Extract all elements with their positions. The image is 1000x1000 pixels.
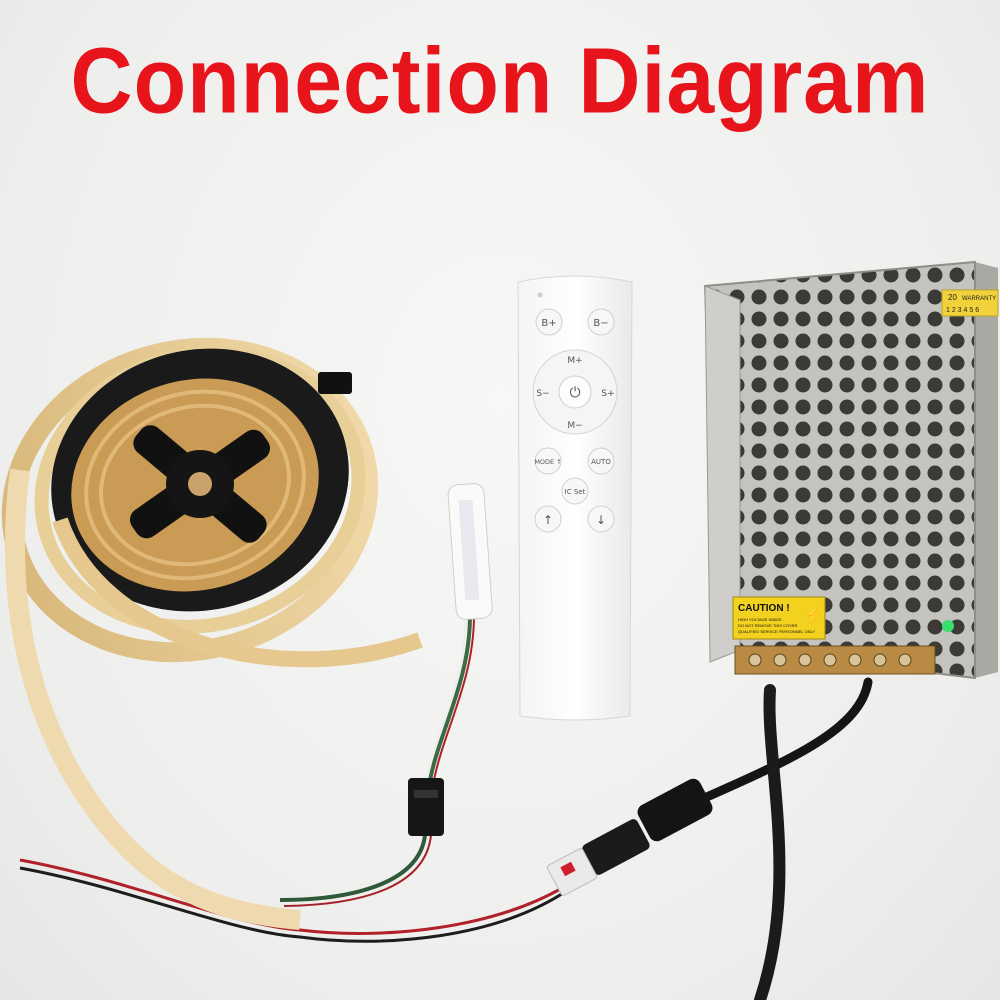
svg-text:1 2 3 4 5 6: 1 2 3 4 5 6 [946,307,979,314]
svg-text:HIGH VOLTAGE INSIDE: HIGH VOLTAGE INSIDE [738,617,782,622]
led-strip-reel [1,337,423,930]
signal-wire [428,615,472,781]
button-m-plus: M+ [567,356,582,366]
dc-cable [695,677,873,805]
status-led [942,620,954,632]
power-icon: ⏻ [569,385,580,401]
button-ic-set[interactable]: IC Set [561,477,589,505]
sm-connector [408,778,444,836]
svg-text:IC Set: IC Set [565,488,586,496]
button-up[interactable]: ↑ [534,505,562,533]
svg-text:↓: ↓ [596,513,606,527]
remote-control: B+ B− ⏻ M+ M− S− S+ MODE ↑ AUTO IC Set [517,275,633,721]
svg-text:DO NOT REMOVE THIS COVER: DO NOT REMOVE THIS COVER [738,623,798,628]
button-s-minus: S− [536,389,549,399]
button-auto[interactable]: AUTO [587,447,615,475]
power-supply: 20 WARRANTY 1 2 3 4 5 6 CAUTION ! HIGH V… [703,260,999,680]
svg-text:QUALIFIED SERVICE PERSONNEL ON: QUALIFIED SERVICE PERSONNEL ONLY [738,629,815,634]
warranty-sticker: 20 WARRANTY 1 2 3 4 5 6 [941,289,999,317]
svg-text:AUTO: AUTO [591,458,611,466]
power-wire-red [19,858,576,935]
svg-text:B−: B− [593,318,608,329]
button-b-minus[interactable]: B− [587,308,615,336]
svg-text:B+: B+ [541,318,556,329]
button-m-minus: M− [567,421,582,431]
dc-jack [546,778,713,896]
button-s-plus: S+ [601,389,614,399]
power-wire-black [19,866,576,943]
cables [19,615,873,1000]
controller-module [447,483,493,620]
mains-cable [754,684,786,1000]
caution-sticker: CAUTION ! HIGH VOLTAGE INSIDE DO NOT REM… [732,596,826,640]
lightning-icon: ⚡ [804,605,824,624]
button-b-plus[interactable]: B+ [535,308,563,336]
button-mode[interactable]: MODE ↑ [534,447,562,475]
svg-text:MODE ↑: MODE ↑ [534,458,561,466]
page-title: Connection Diagram [70,29,930,133]
svg-text:↑: ↑ [543,513,553,527]
button-down[interactable]: ↓ [587,505,615,533]
svg-text:CAUTION !: CAUTION ! [738,603,790,614]
svg-text:20: 20 [948,293,957,302]
svg-text:WARRANTY: WARRANTY [962,296,996,302]
dpad[interactable]: ⏻ M+ M− S− S+ [532,349,618,435]
